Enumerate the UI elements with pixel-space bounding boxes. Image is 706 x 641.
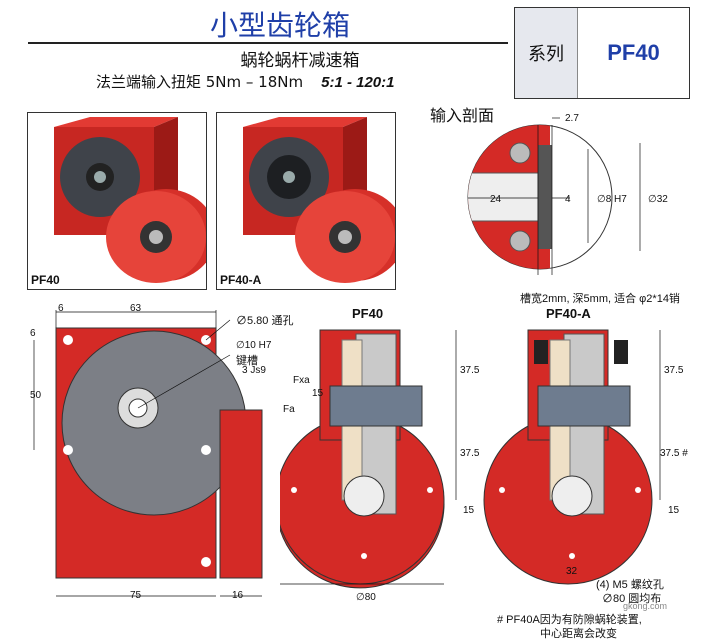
pf40a-drawing xyxy=(483,329,661,585)
pf40-dim-h3: 15 xyxy=(463,505,475,516)
pf40-title: PF40 xyxy=(352,306,384,321)
pf40-drawing xyxy=(280,329,457,589)
pf40a-dim-h3: 15 xyxy=(668,505,680,516)
front-view-drawing xyxy=(33,310,263,597)
front-dim-width: 63 xyxy=(130,303,142,314)
front-dim-side: 16 xyxy=(232,590,244,601)
section-dim-slot: 4 xyxy=(565,194,571,205)
page-title: 小型齿轮箱 xyxy=(209,9,350,42)
pf40a-callout-thread: (4) M5 螺纹孔 xyxy=(596,579,664,591)
section-note: 槽宽2mm, 深5mm, 适合 φ2*14销 xyxy=(520,293,680,305)
pf40-force-fxa: Fxa xyxy=(293,375,310,386)
section-dim-outer: ∅32 xyxy=(648,194,668,205)
title-divider xyxy=(28,42,508,44)
pf40a-footnote-1: # PF40A因为有防隙蜗轮装置, xyxy=(497,614,642,626)
pf40-dim-h1: 37.5 xyxy=(460,365,480,376)
photo-pf40-image xyxy=(54,117,216,283)
pf40a-title: PF40-A xyxy=(546,306,591,321)
pf40-dim-h2: 37.5 xyxy=(460,448,480,459)
torque-line: 法兰端输入扭矩 5Nm – 18Nm 5:1 - 120:1 xyxy=(96,71,394,92)
front-dim-left-top: 6 xyxy=(30,328,36,339)
photo-pf40a: PF40-A xyxy=(216,112,405,290)
pf40-dim-dia: ∅80 xyxy=(356,592,376,603)
front-key-label: 键槽 xyxy=(236,355,258,367)
pf40a-dim-h2: 37.5 # xyxy=(660,448,688,459)
pf40a-callout-circle: ∅80 圆均布 xyxy=(602,593,662,605)
front-hole-callout: ∅5.80 通孔 xyxy=(236,315,294,327)
page-subtitle: 蜗轮蜗杆减速箱 xyxy=(240,51,360,71)
pf40a-dim-h1: 37.5 xyxy=(664,365,684,376)
section-dim-bore: ∅8 H7 xyxy=(597,194,627,205)
pf40a-dim-w: 32 xyxy=(566,566,578,577)
pf40a-footnote-2: 中心距离会改变 xyxy=(540,628,617,640)
watermark-text: gkong.com xyxy=(623,601,668,611)
ratio-text: 5:1 - 120:1 xyxy=(321,74,395,91)
pf40-dim-offset: 15 xyxy=(312,388,324,399)
photo-pf40a-caption: PF40-A xyxy=(220,273,262,287)
section-dim-gap: 2.7 xyxy=(565,113,579,124)
section-title: 输入剖面 xyxy=(430,106,495,125)
series-box: 系列 PF40 xyxy=(514,7,690,99)
input-section-drawing xyxy=(467,117,641,275)
pf40-force-fa: Fa xyxy=(283,404,295,415)
series-value: PF40 xyxy=(607,40,660,65)
front-dim-bottom: 75 xyxy=(130,590,142,601)
series-label: 系列 xyxy=(515,8,578,98)
photo-pf40-caption: PF40 xyxy=(31,273,60,287)
front-key-spec: 3 Js9 xyxy=(242,365,266,376)
photo-pf40: PF40 xyxy=(27,112,216,290)
front-bore-callout: ∅10 H7 xyxy=(236,340,272,351)
front-dim-height: 50 xyxy=(30,390,42,401)
torque-text: 法兰端输入扭矩 5Nm – 18Nm xyxy=(96,73,304,91)
section-dim-depth: 24 xyxy=(490,194,502,205)
front-dim-top-left: 6 xyxy=(58,303,64,314)
photo-pf40a-image xyxy=(243,117,405,283)
